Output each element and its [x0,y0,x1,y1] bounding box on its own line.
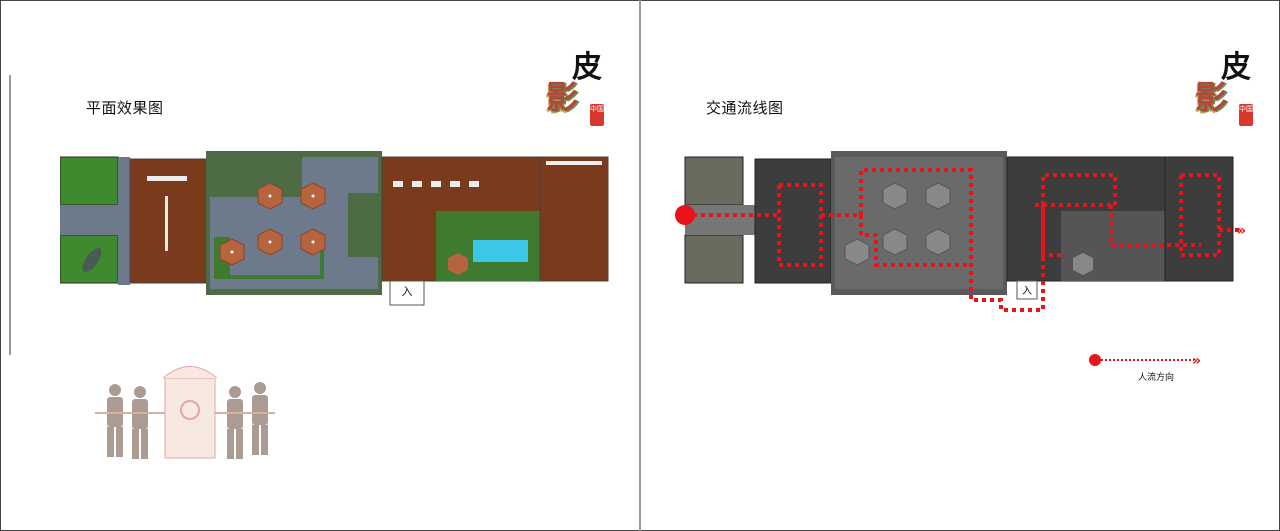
page-spine-divider [639,0,641,531]
seal-icon: 中国 [590,104,604,126]
logo-char-pi: 皮 [1221,50,1251,85]
page-title: 交通流线图 [706,99,784,117]
seal-icon: 中国 [1239,104,1253,126]
svg-text:»: » [1192,353,1201,368]
piying-logo: 皮 影 中国 [540,42,610,132]
piying-logo: 皮 影 中国 [1189,42,1259,132]
flow-arrow-icon: » [1089,353,1201,368]
page-title: 平面效果图 [86,99,164,117]
logo-char-ying: 影 [546,78,579,116]
logo-char-ying: 影 [1195,78,1228,116]
flow-direction-legend: » 人流方向 [1086,350,1216,385]
left-page: 平面效果图 皮 影 中国 [0,0,639,531]
logo-char-pi: 皮 [572,50,602,85]
legend-label: 人流方向 [1138,373,1175,383]
svg-text:入: 入 [1022,286,1032,297]
shadow-puppet-illustration [95,366,275,459]
svg-text:»: » [1237,223,1246,239]
circulation-flow-plan: 入 » [675,151,1246,312]
right-page: 交通流线图 皮 影 中国 入 » [641,0,1280,531]
color-site-plan: 入 [60,151,609,306]
svg-text:入: 入 [402,285,413,298]
left-margin-rule [9,75,11,355]
